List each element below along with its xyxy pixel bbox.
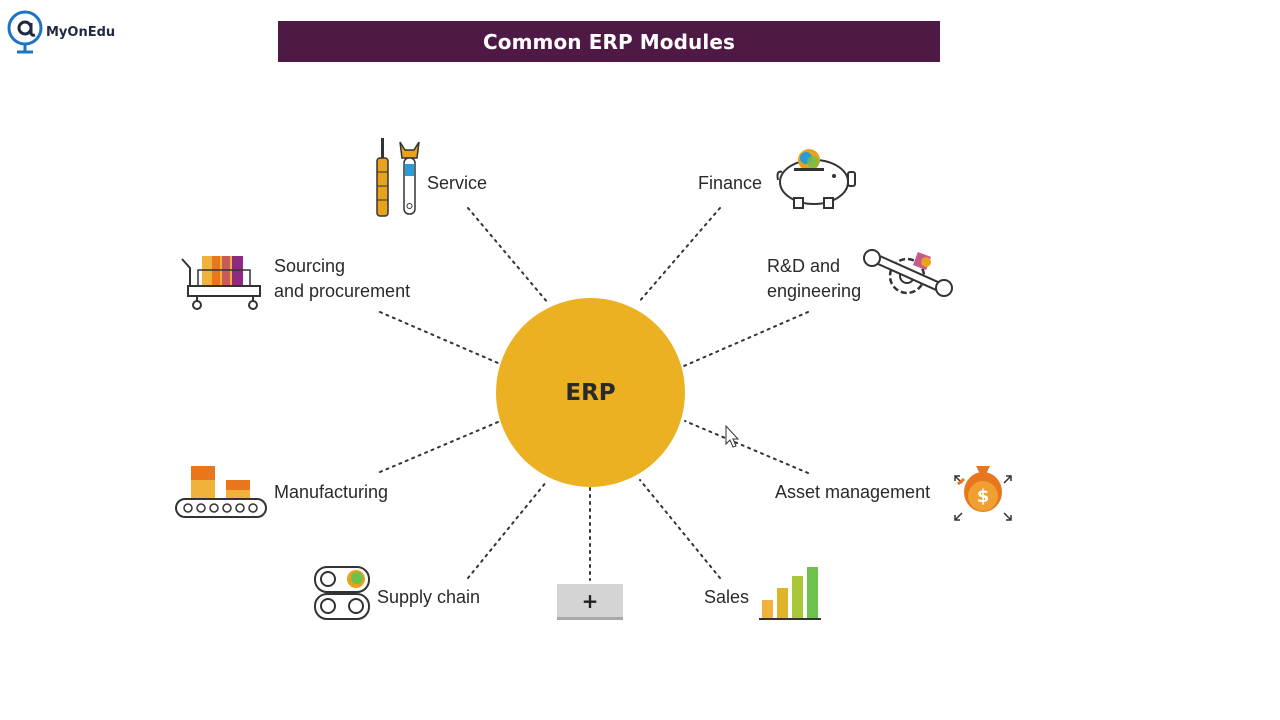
module-supply-chain-label: Supply chain (377, 587, 481, 607)
cursor-icon (725, 424, 740, 448)
plus-icon: + (581, 588, 599, 613)
module-asset-label: Asset management (775, 482, 931, 502)
module-rd-line2: engineering (767, 281, 862, 301)
bar-chart-icon (759, 567, 821, 620)
connector-asset (684, 420, 809, 474)
piggy-bank-icon (776, 149, 856, 209)
rollers-icon (314, 566, 370, 620)
module-sales-label: Sales (704, 587, 750, 607)
module-rd-label: R&D and engineering (767, 254, 861, 304)
connector-service (467, 207, 549, 304)
connector-rd (683, 311, 809, 367)
connector-sales (639, 479, 721, 579)
money-bag-icon: $ (954, 466, 1012, 521)
erp-hub: ERP (496, 298, 685, 487)
gear-wrench-icon (863, 249, 953, 297)
module-sourcing-line1: Sourcing (274, 256, 346, 276)
tools-icon (376, 138, 420, 217)
brand-logo: MyOnEdu (6, 10, 115, 54)
svg-text:$: $ (977, 486, 990, 507)
module-sourcing-label: Sourcing and procurement (274, 254, 410, 304)
module-finance-label: Finance (698, 173, 763, 193)
connector-supply (467, 480, 548, 579)
connector-finance (637, 207, 721, 304)
module-service-label: Service (427, 173, 488, 193)
globe-at-icon (7, 10, 43, 54)
conveyor-icon (175, 466, 267, 518)
module-manufacturing-label: Manufacturing (274, 482, 389, 502)
connector-sourcing (379, 311, 499, 364)
page-title: Common ERP Modules (278, 21, 940, 62)
module-rd-line1: R&D and (767, 256, 841, 276)
connector-manufacturing (379, 421, 499, 473)
add-module-button[interactable]: + (557, 584, 623, 620)
erp-hub-label: ERP (565, 379, 616, 406)
module-sourcing-line2: and procurement (274, 281, 411, 301)
brand-name: MyOnEdu (46, 24, 116, 40)
cart-icon (181, 256, 261, 310)
